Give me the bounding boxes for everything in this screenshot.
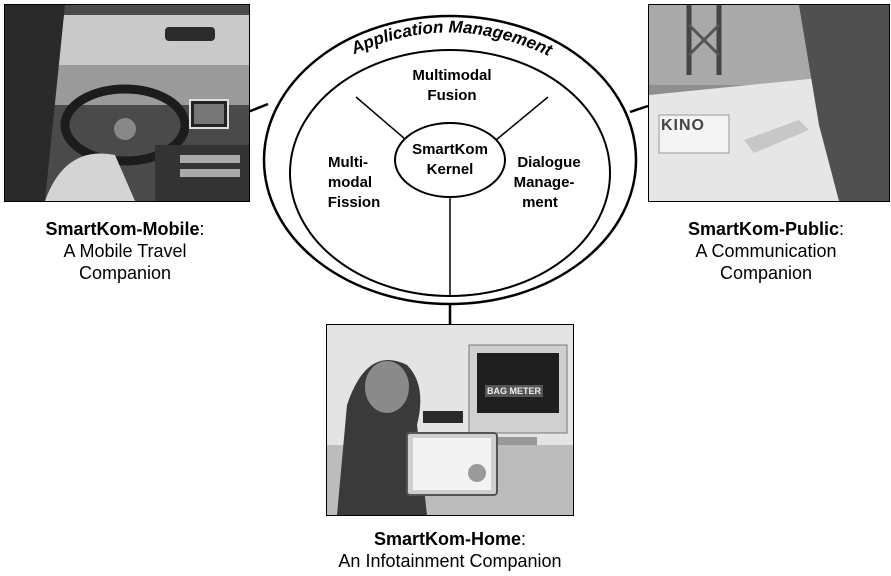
scenario-desc-mobile-2: Companion — [78, 263, 172, 283]
photo-smartkom-public: KINO — [648, 4, 890, 202]
photo-smartkom-mobile — [4, 4, 250, 202]
fusion-label-line1: Multimodal — [412, 67, 491, 84]
fission-label-line1: Multi- — [328, 154, 368, 171]
scenario-desc-home-1: An Infotainment Companion — [338, 551, 562, 571]
home-tv-text: BAG METER — [485, 385, 543, 397]
scenario-name-mobile: SmartKom-Mobile — [45, 219, 200, 239]
fission-label-line3: Fission — [328, 194, 381, 211]
kernel-label-line1: SmartKom — [412, 141, 488, 158]
connector-mobile — [247, 102, 269, 114]
scenario-name-public: SmartKom-Public — [687, 219, 839, 239]
caption-home: SmartKom-Home: An Infotainment Companion — [300, 528, 600, 572]
kernel-label-line2: Kernel — [427, 161, 474, 178]
scenario-desc-public-2: Companion — [719, 263, 813, 283]
kernel-ellipse — [394, 122, 506, 198]
divider-top-left — [355, 96, 413, 146]
dialogue-label-line1: Dialogue — [517, 154, 580, 171]
caption-public: SmartKom-Public: A Communication Compani… — [641, 218, 891, 284]
dialogue-label-line3: ment — [522, 194, 558, 211]
scenario-name-home: SmartKom-Home — [373, 529, 521, 549]
photo-smartkom-home: BAG METER — [326, 324, 574, 516]
connector-public — [629, 104, 649, 114]
fusion-label-line2: Fusion — [427, 87, 476, 104]
public-screen-text: KINO — [661, 117, 705, 134]
scenario-desc-public-1: A Communication — [695, 241, 837, 261]
fission-label-line2: modal — [328, 174, 372, 191]
scenario-desc-mobile-1: A Mobile Travel — [63, 241, 187, 261]
dialogue-label-line2: Manage- — [514, 174, 575, 191]
divider-top-right — [489, 96, 549, 146]
caption-mobile: SmartKom-Mobile: A Mobile Travel Compani… — [0, 218, 250, 284]
